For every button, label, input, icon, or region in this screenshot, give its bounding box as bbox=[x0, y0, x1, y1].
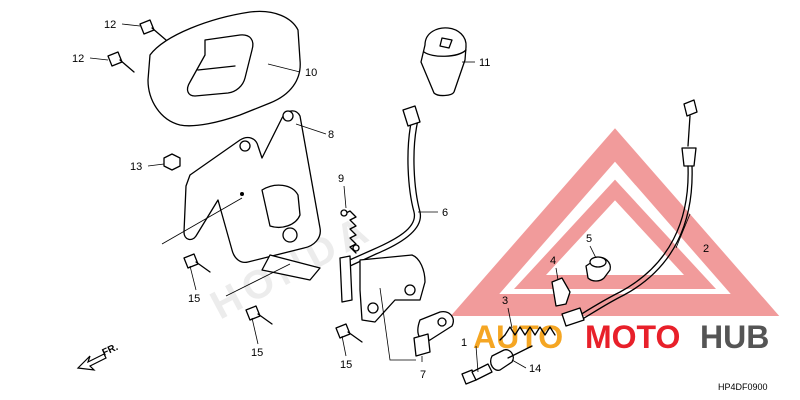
part-spring bbox=[340, 209, 360, 254]
callout-9: 9 bbox=[338, 173, 344, 185]
part-clip bbox=[551, 277, 571, 307]
callout-1: 1 bbox=[461, 337, 467, 349]
callout-15-right: 15 bbox=[340, 359, 352, 371]
callout-12-upper: 12 bbox=[104, 19, 116, 31]
part-grommet bbox=[585, 256, 611, 282]
callout-13: 13 bbox=[130, 161, 142, 173]
callout-2: 2 bbox=[703, 243, 709, 255]
callout-8: 8 bbox=[328, 129, 334, 141]
callout-4: 4 bbox=[550, 255, 556, 267]
front-direction-label: FR. bbox=[101, 342, 120, 359]
part-bolt-15-c bbox=[335, 323, 363, 343]
callout-11: 11 bbox=[479, 57, 490, 69]
part-rod-end bbox=[413, 311, 454, 357]
callout-14: 14 bbox=[529, 363, 541, 375]
front-direction-indicator: FR. bbox=[76, 342, 120, 371]
part-nut bbox=[163, 153, 181, 171]
watermark-word-hub: HUB bbox=[700, 319, 769, 355]
diagram-code: HP4DF0900 bbox=[718, 382, 768, 392]
leader-lines bbox=[89, 23, 691, 373]
callout-12-lower: 12 bbox=[72, 53, 84, 65]
part-bolt-lower bbox=[107, 51, 135, 73]
watermark-logo bbox=[450, 128, 780, 316]
part-pin bbox=[490, 345, 533, 371]
part-shift-lever bbox=[339, 105, 426, 323]
watermark-triangle-inner bbox=[514, 179, 716, 289]
callout-5: 5 bbox=[586, 233, 592, 245]
part-bolt-upper bbox=[139, 19, 167, 41]
watermark-word-moto: MOTO bbox=[585, 319, 680, 355]
watermark-word-auto: AUTO bbox=[473, 319, 563, 355]
part-bolt-15-b bbox=[245, 305, 273, 325]
callouts: 12 12 10 11 8 13 9 6 5 2 4 3 15 15 15 7 … bbox=[72, 19, 709, 381]
part-cable-spring bbox=[499, 326, 556, 341]
part-bolt-15-a bbox=[183, 253, 211, 273]
callout-15-left: 15 bbox=[188, 293, 200, 305]
callout-6: 6 bbox=[442, 207, 448, 219]
part-cable bbox=[561, 99, 698, 327]
callout-10: 10 bbox=[305, 67, 317, 79]
part-bracket bbox=[183, 110, 321, 281]
part-bolt bbox=[461, 363, 493, 385]
watermark-text: AUTO MOTO HUB bbox=[473, 319, 769, 355]
callout-15-middle: 15 bbox=[251, 347, 263, 359]
part-cover bbox=[147, 10, 301, 127]
callout-7: 7 bbox=[420, 369, 426, 381]
front-arrow-icon bbox=[76, 353, 107, 371]
callout-3: 3 bbox=[502, 295, 508, 307]
part-knob bbox=[420, 27, 467, 97]
